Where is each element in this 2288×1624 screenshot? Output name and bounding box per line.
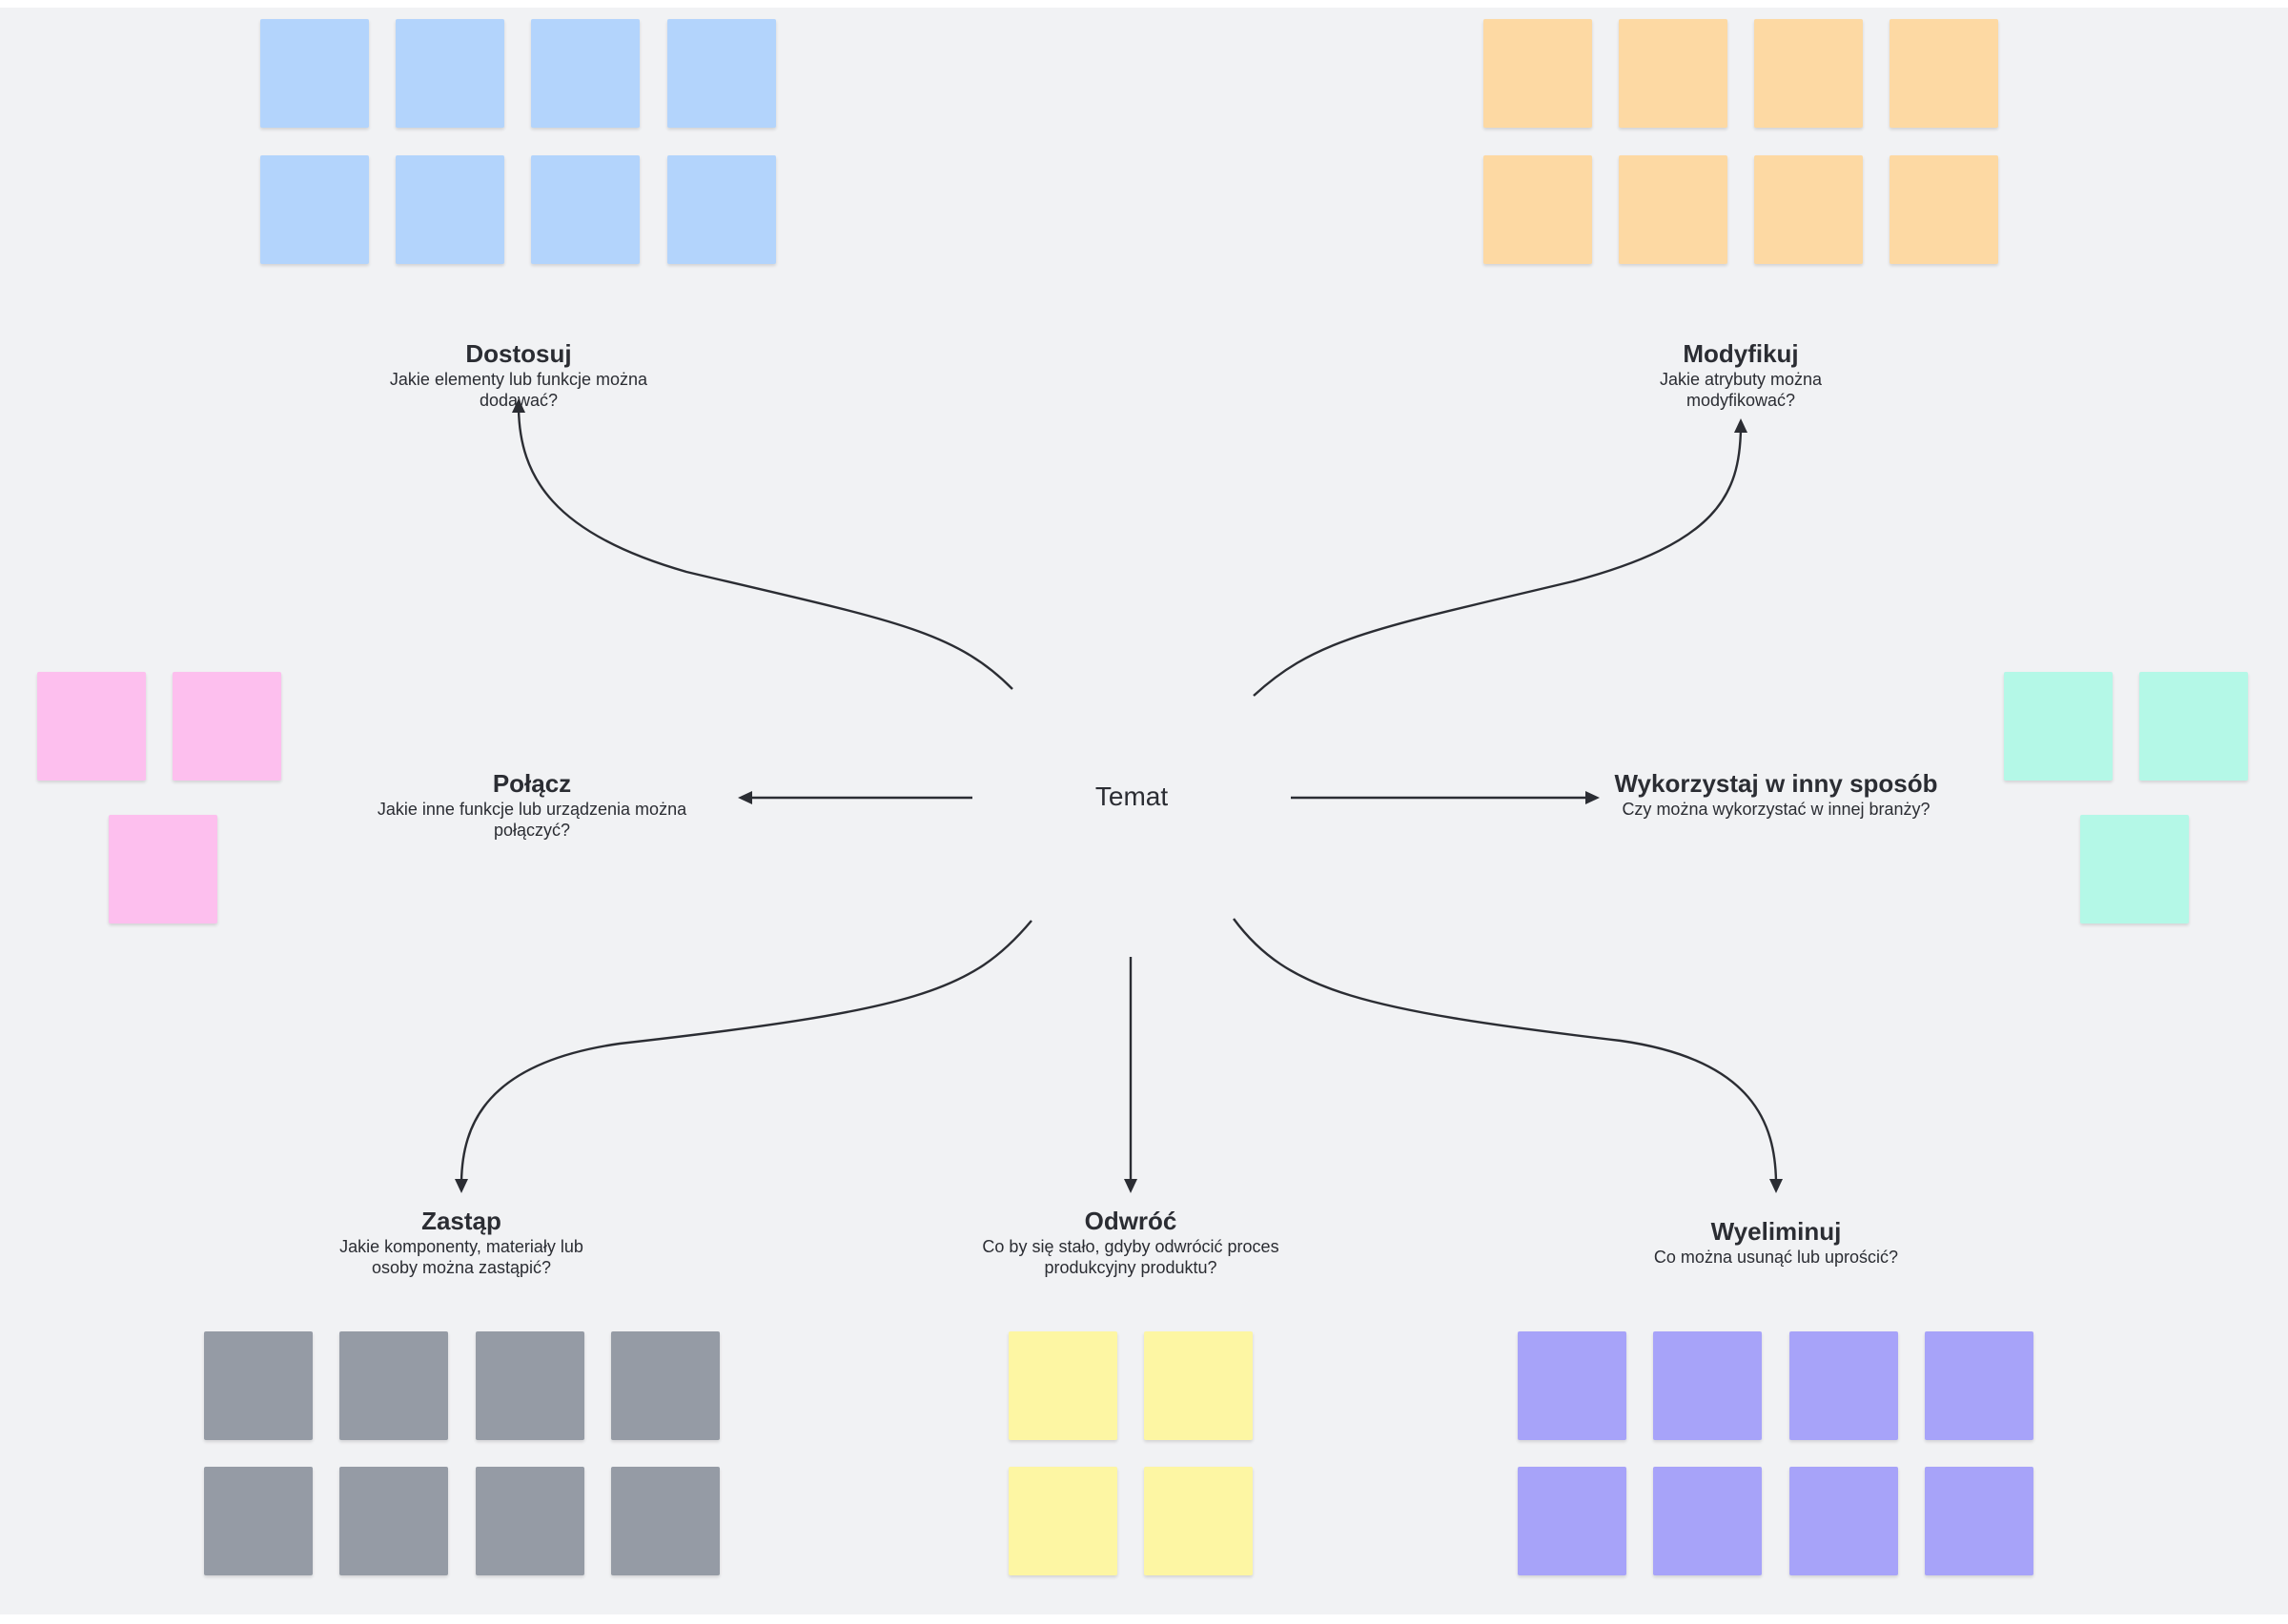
sticky-note[interactable] [1754, 19, 1863, 128]
branch-question: Jakie komponenty, materiały lub osoby mo… [339, 1237, 583, 1277]
sticky-note[interactable] [1009, 1467, 1117, 1575]
branch-title: Połącz [492, 769, 572, 798]
sticky-note[interactable] [611, 1331, 720, 1440]
sticky-note[interactable] [611, 1467, 720, 1575]
sticky-note[interactable] [173, 672, 281, 781]
arrow-to-dostosuj[interactable] [517, 407, 1013, 690]
sticky-note[interactable] [531, 19, 640, 128]
branch-wyeliminuj[interactable]: Wyeliminuj Co można usunąć lub uprościć? [1633, 1216, 1919, 1268]
branch-title: Zastąp [421, 1207, 501, 1235]
sticky-note[interactable] [476, 1467, 584, 1575]
sticky-note[interactable] [260, 155, 369, 264]
sticky-note[interactable] [1518, 1331, 1626, 1440]
arrow-head [738, 791, 752, 804]
sticky-note[interactable] [1890, 155, 1998, 264]
sticky-note[interactable] [1925, 1331, 2033, 1440]
arrow-head [1124, 1179, 1137, 1193]
sticky-note[interactable] [1483, 155, 1592, 264]
branch-wykorzystaj[interactable]: Wykorzystaj w inny sposób Czy można wyko… [1604, 768, 1948, 820]
branch-question: Co by się stało, gdyby odwrócić proces p… [982, 1237, 1279, 1277]
sticky-note[interactable] [339, 1331, 448, 1440]
sticky-note[interactable] [204, 1467, 313, 1575]
branch-polacz[interactable]: Połącz Jakie inne funkcje lub urządzenia… [360, 768, 704, 841]
branch-title: Dostosuj [465, 339, 572, 368]
sticky-note[interactable] [339, 1467, 448, 1575]
sticky-note[interactable] [1009, 1331, 1117, 1440]
arrow-head [455, 1179, 468, 1193]
arrow-head [1734, 418, 1747, 433]
sticky-note[interactable] [1754, 155, 1863, 264]
sticky-note[interactable] [2004, 672, 2113, 781]
branch-title: Wyeliminuj [1710, 1217, 1842, 1246]
branch-title: Wykorzystaj w inny sposób [1614, 769, 1938, 798]
sticky-note[interactable] [1789, 1467, 1898, 1575]
branch-zastap[interactable]: Zastąp Jakie komponenty, materiały lub o… [318, 1206, 604, 1278]
sticky-note[interactable] [2080, 815, 2189, 924]
branch-title: Odwróć [1084, 1207, 1177, 1235]
branch-question: Jakie inne funkcje lub urządzenia można … [377, 800, 687, 840]
sticky-note[interactable] [667, 155, 776, 264]
sticky-note[interactable] [531, 155, 640, 264]
sticky-note[interactable] [1890, 19, 1998, 128]
center-topic[interactable]: Temat [1094, 782, 1169, 811]
sticky-note[interactable] [1619, 19, 1727, 128]
branch-question: Jakie elementy lub funkcje można dodawać… [389, 370, 648, 410]
branch-title: Modyfikuj [1683, 339, 1799, 368]
sticky-note[interactable] [1483, 19, 1592, 128]
branch-modyfikuj[interactable]: Modyfikuj Jakie atrybuty można modyfikow… [1617, 338, 1865, 411]
sticky-note[interactable] [1619, 155, 1727, 264]
branch-question: Jakie atrybuty można modyfikować? [1659, 370, 1823, 410]
sticky-note[interactable] [396, 155, 504, 264]
arrow-head [1585, 791, 1600, 804]
sticky-note[interactable] [476, 1331, 584, 1440]
branch-dostosuj[interactable]: Dostosuj Jakie elementy lub funkcje możn… [366, 338, 671, 411]
sticky-note[interactable] [667, 19, 776, 128]
arrow-to-zastap[interactable] [460, 920, 1032, 1183]
arrow-head [1769, 1179, 1783, 1193]
sticky-note[interactable] [1144, 1331, 1253, 1440]
sticky-note[interactable] [1925, 1467, 2033, 1575]
sticky-note[interactable] [1653, 1467, 1762, 1575]
sticky-note[interactable] [1518, 1467, 1626, 1575]
sticky-note[interactable] [2139, 672, 2248, 781]
branch-question: Czy można wykorzystać w innej branży? [1622, 800, 1930, 819]
sticky-note[interactable] [1789, 1331, 1898, 1440]
arrow-to-modyfikuj[interactable] [1253, 427, 1743, 697]
arrow-head [512, 398, 525, 413]
sticky-note[interactable] [1144, 1467, 1253, 1575]
sticky-note[interactable] [109, 815, 217, 924]
branch-question: Co można usunąć lub uprościć? [1653, 1248, 1899, 1267]
sticky-note[interactable] [1653, 1331, 1762, 1440]
sticky-note[interactable] [204, 1331, 313, 1440]
sticky-note[interactable] [396, 19, 504, 128]
sticky-note[interactable] [260, 19, 369, 128]
arrow-to-wyeliminuj[interactable] [1233, 918, 1778, 1183]
branch-odwroc[interactable]: Odwróć Co by się stało, gdyby odwrócić p… [959, 1206, 1302, 1278]
sticky-note[interactable] [37, 672, 146, 781]
